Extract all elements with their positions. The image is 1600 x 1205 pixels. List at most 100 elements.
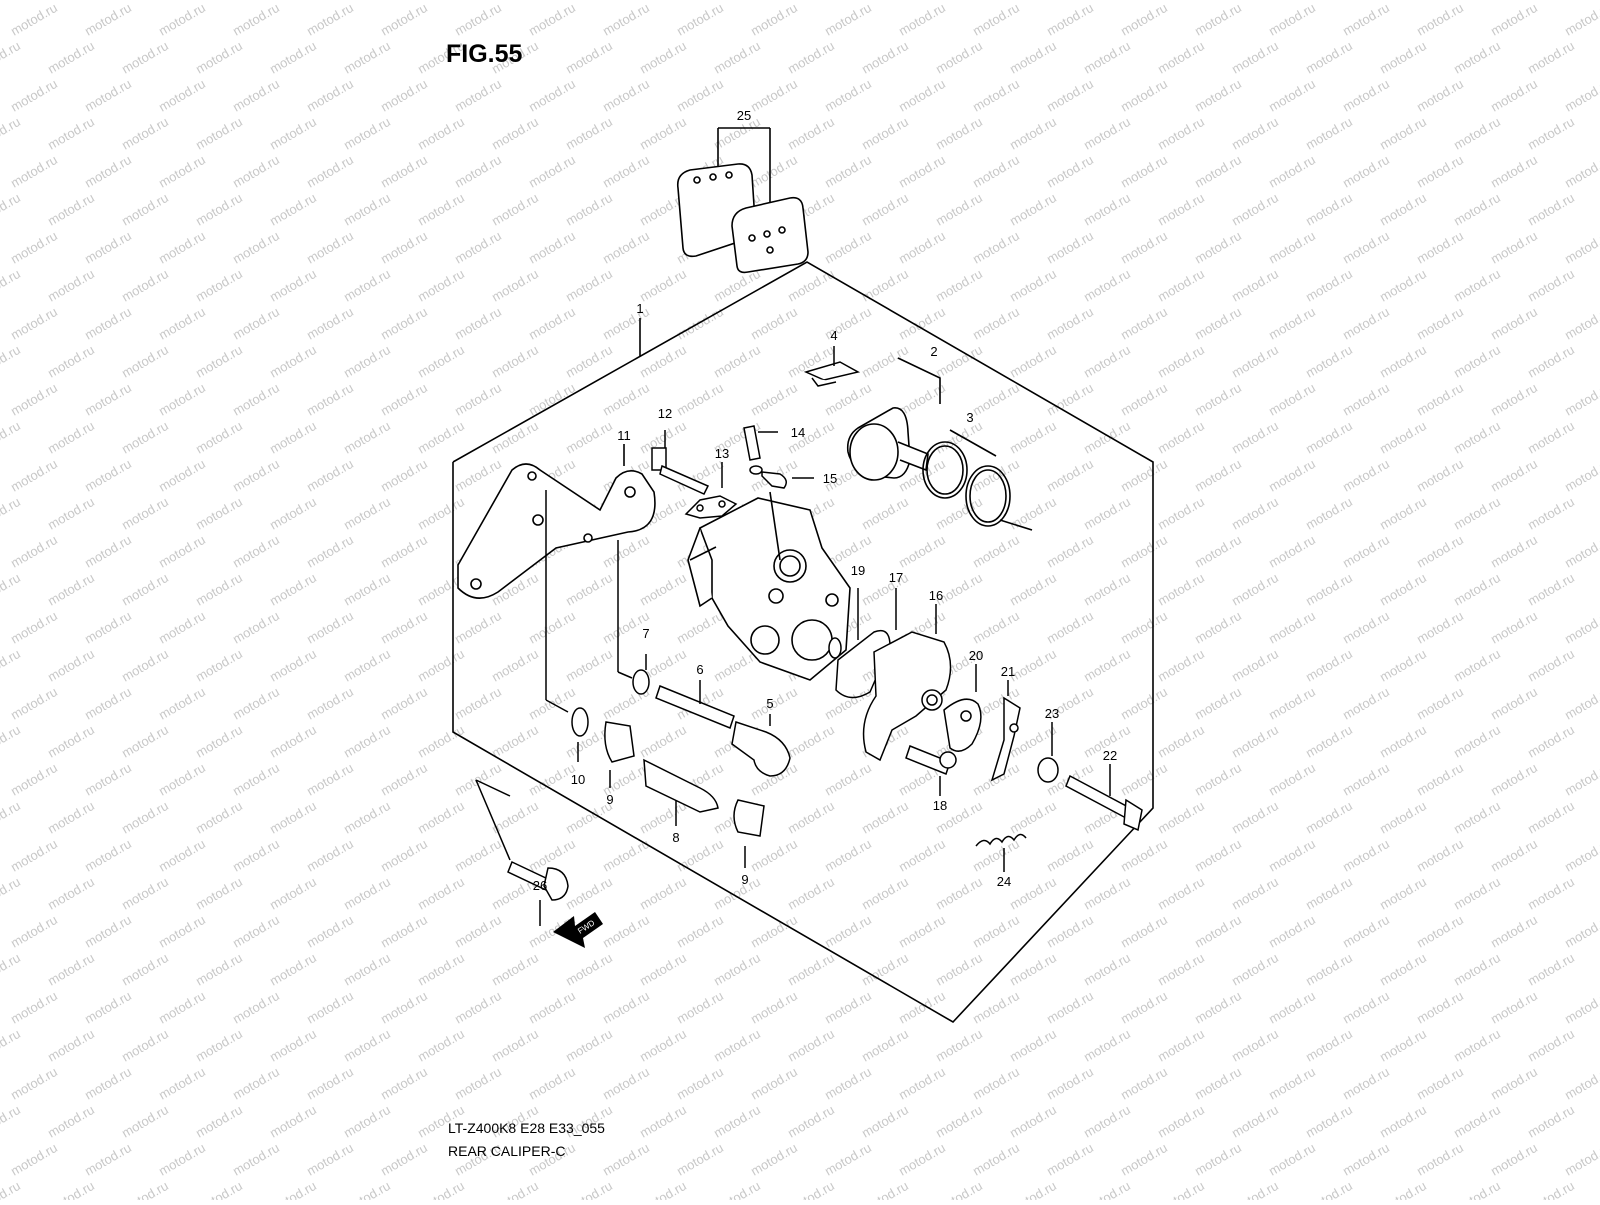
watermark-text: motod.ru [452,912,504,951]
watermark-text: motod.ru [1562,1140,1600,1179]
watermark-text: motod.ru [45,266,97,305]
watermark-text: motod.ru [0,494,23,533]
watermark-text: motod.ru [1192,988,1244,1027]
watermark-text: motod.ru [119,798,171,837]
watermark-text: motod.ru [82,380,134,419]
watermark-text: motod.ru [1414,76,1466,115]
watermark-text: motod.ru [415,190,467,229]
watermark-text: motod.ru [563,1026,615,1065]
watermark-text: motod.ru [452,988,504,1027]
watermark-text: motod.ru [1229,342,1281,381]
watermark-text: motod.ru [711,1102,763,1141]
watermark-text: motod.ru [119,494,171,533]
watermark-text: motod.ru [341,722,393,761]
watermark-text: motod.ru [1118,304,1170,343]
callout-p24: 24 [997,874,1011,889]
watermark-text: motod.ru [45,722,97,761]
watermark-text: motod.ru [785,874,837,913]
watermark-text: motod.ru [230,304,282,343]
watermark-text: motod.ru [230,684,282,723]
watermark-text: motod.ru [711,1026,763,1065]
watermark-text: motod.ru [1414,1064,1466,1103]
watermark-text: motod.ru [563,950,615,989]
watermark-text: motod.ru [230,608,282,647]
watermark-text: motod.ru [1229,190,1281,229]
watermark-text: motod.ru [156,988,208,1027]
watermark-text: motod.ru [1414,152,1466,191]
watermark-text: motod.ru [1377,1102,1429,1141]
watermark-text: motod.ru [1303,570,1355,609]
watermark-text: motod.ru [304,532,356,571]
watermark-text: motod.ru [1044,152,1096,191]
watermark-text: motod.ru [1266,304,1318,343]
watermark-text: motod.ru [1044,836,1096,875]
watermark-text: motod.ru [1562,380,1600,419]
model-code: LT-Z400K8 E28 E33_055 [448,1120,605,1136]
watermark-text: motod.ru [637,570,689,609]
watermark-text: motod.ru [8,456,60,495]
watermark-text: motod.ru [489,342,541,381]
watermark-text: motod.ru [600,380,652,419]
watermark-text: motod.ru [1303,798,1355,837]
watermark-text: motod.ru [1525,874,1577,913]
watermark-text: motod.ru [193,114,245,153]
watermark-text: motod.ru [637,38,689,77]
watermark-text: motod.ru [193,266,245,305]
watermark-text: motod.ru [1525,1178,1577,1200]
watermark-text: motod.ru [1118,532,1170,571]
watermark-text: motod.ru [970,912,1022,951]
watermark-text: motod.ru [785,1026,837,1065]
watermark-text: motod.ru [970,76,1022,115]
watermark-text: motod.ru [156,304,208,343]
watermark-text: motod.ru [1044,228,1096,267]
watermark-text: motod.ru [341,494,393,533]
watermark-text: motod.ru [1192,0,1244,39]
watermark-text: motod.ru [785,0,837,1]
watermark-text: motod.ru [156,0,208,39]
watermark-text: motod.ru [415,722,467,761]
watermark-text: motod.ru [1155,114,1207,153]
watermark-text: motod.ru [526,380,578,419]
watermark-text: motod.ru [1451,494,1503,533]
watermark-text: motod.ru [1192,1064,1244,1103]
watermark-text: motod.ru [267,1102,319,1141]
watermark-text: motod.ru [193,798,245,837]
watermark-text: motod.ru [119,114,171,153]
watermark-text: motod.ru [1488,988,1540,1027]
watermark-text: motod.ru [859,494,911,533]
watermark-text: motod.ru [1007,1026,1059,1065]
watermark-text: motod.ru [1192,912,1244,951]
watermark-text: motod.ru [637,266,689,305]
watermark-text: motod.ru [637,722,689,761]
watermark-text: motod.ru [526,304,578,343]
watermark-text: motod.ru [1525,570,1577,609]
watermark-text: motod.ru [378,228,430,267]
part-parking-brake [828,588,1143,872]
part-piston-and-seals [689,357,1033,561]
watermark-text: motod.ru [1488,456,1540,495]
watermark-text: motod.ru [600,76,652,115]
watermark-text: motod.ru [1451,1026,1503,1065]
watermark-text: motod.ru [785,114,837,153]
watermark-text: motod.ru [637,874,689,913]
watermark-text: motod.ru [859,1178,911,1200]
watermark-text: motod.ru [489,1026,541,1065]
watermark-text: motod.ru [45,342,97,381]
watermark-text: motod.ru [711,0,763,1]
watermark-text: motod.ru [1044,608,1096,647]
watermark-text: motod.ru [45,798,97,837]
watermark-text: motod.ru [341,798,393,837]
watermark-text: motod.ru [822,76,874,115]
watermark-text: motod.ru [341,1026,393,1065]
watermark-text: motod.ru [1007,494,1059,533]
watermark-text: motod.ru [563,1178,615,1200]
watermark-text: motod.ru [193,342,245,381]
watermark-text: motod.ru [822,1064,874,1103]
watermark-text: motod.ru [1488,760,1540,799]
watermark-text: motod.ru [1525,798,1577,837]
assembly-outline [452,261,1154,1024]
watermark-text: motod.ru [156,684,208,723]
watermark-text: motod.ru [230,380,282,419]
watermark-text: motod.ru [378,760,430,799]
watermark-text: motod.ru [1340,152,1392,191]
